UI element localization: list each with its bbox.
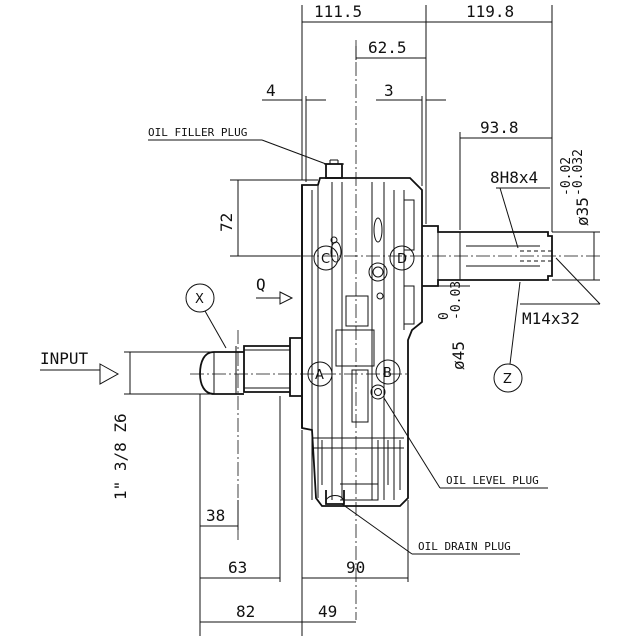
input-shaft (199, 337, 302, 397)
dim-shaft-dia: ø35 (573, 197, 592, 226)
svg-text:B: B (383, 366, 392, 381)
dim-input-spline: 1" 3/8 Z6 (111, 413, 130, 500)
dim-82: 82 (236, 602, 255, 621)
dim-38: 38 (206, 506, 225, 525)
callout-a: A (307, 361, 333, 387)
svg-text:D: D (397, 252, 407, 267)
svg-text:C: C (321, 252, 330, 267)
dimensions-bottom: 38 63 90 82 49 (199, 394, 409, 636)
dimensions-top: 111.5 119.8 62.5 4 3 93.8 (262, 2, 553, 232)
dim-keyway: 8H8x4 (490, 168, 538, 187)
callout-x: X (185, 283, 227, 349)
callouts: X Z A B C D (185, 245, 523, 393)
dim-63: 63 (228, 558, 247, 577)
dimension-bore: ø45 0 -0.03 (432, 281, 470, 370)
dim-shaft-tol-upper: -0.02 (559, 157, 574, 196)
svg-text:A: A (315, 368, 324, 383)
callout-d: D (389, 245, 415, 271)
label-input: INPUT (40, 349, 89, 368)
center-lines (190, 40, 600, 620)
dim-thread: M14x32 (522, 309, 580, 328)
dim-72: 72 (217, 213, 236, 232)
dim-111-5: 111.5 (314, 2, 362, 21)
dim-90: 90 (346, 558, 365, 577)
dim-bore-dia: ø45 (449, 341, 468, 370)
dimensions-output: ø35 -0.02 -0.032 8H8x4 M14x32 (490, 149, 601, 328)
dim-62-5: 62.5 (368, 38, 407, 57)
callout-b: B (375, 359, 401, 385)
dim-4: 4 (266, 81, 276, 100)
label-oil-drain-plug: OIL DRAIN PLUG (418, 540, 511, 553)
dim-93-8: 93.8 (480, 118, 519, 137)
dimension-72: 72 (217, 179, 318, 257)
dim-119-8: 119.8 (466, 2, 514, 21)
dim-3: 3 (384, 81, 394, 100)
callout-c: C (313, 245, 339, 271)
label-oil-level-plug: OIL LEVEL PLUG (446, 474, 539, 487)
dim-49: 49 (318, 602, 337, 621)
label-oil-filler-plug: OIL FILLER PLUG (148, 126, 247, 139)
svg-text:X: X (195, 292, 204, 307)
gearbox-body (301, 159, 423, 507)
label-q: Q (256, 275, 266, 294)
dim-bore-tol-lower: -0.03 (449, 281, 464, 320)
dimension-input-spline: 1" 3/8 Z6 (111, 351, 212, 500)
dim-bore-tol-upper: 0 (437, 312, 452, 320)
callout-z: Z (493, 281, 523, 393)
labels: OIL FILLER PLUG OIL LEVEL PLUG OIL DRAIN… (40, 126, 548, 555)
dim-shaft-tol-lower: -0.032 (571, 149, 586, 196)
svg-text:Z: Z (503, 372, 512, 387)
